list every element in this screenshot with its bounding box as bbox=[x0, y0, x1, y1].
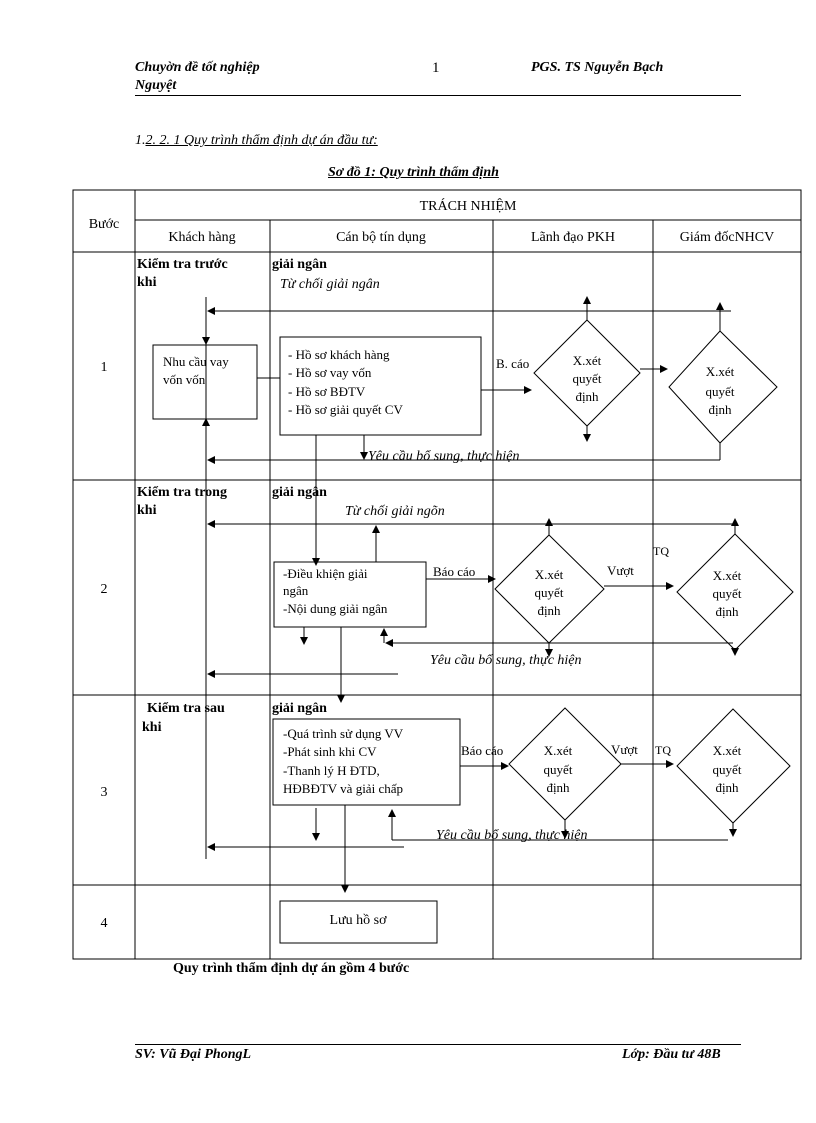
stage1-label-a: Kiểm tra trước bbox=[137, 257, 228, 272]
stage2-label-b: khi bbox=[137, 503, 157, 518]
stage3-box-1: -Quá trình sử dụng VV bbox=[283, 726, 404, 741]
stage2-request: Yêu cầu bổ sung, thực hiện bbox=[430, 653, 582, 668]
footer-left: SV: Vũ Đại PhongL bbox=[135, 1047, 252, 1062]
stage2-director-decision-3: định bbox=[715, 604, 739, 619]
stage1-label-c: giải ngân bbox=[272, 257, 327, 272]
stage1-doc-4: - Hồ sơ giải quyết CV bbox=[288, 402, 403, 417]
stage3-lead-decision-3: định bbox=[546, 780, 570, 795]
stage1-doc-3: - Hồ sơ BĐTV bbox=[288, 384, 366, 399]
stage3-request: Yêu cầu bổ sung, thực hiện bbox=[436, 828, 588, 843]
stage3-lead-decision-1: X.xét bbox=[544, 743, 573, 758]
section-number: 1. bbox=[135, 133, 146, 148]
section-text: 2. 2. 1 Quy trình thẩm định dự án đầu tư… bbox=[145, 133, 378, 148]
stage1-doc-1: - Hồ sơ khách hàng bbox=[288, 347, 390, 362]
stage1-doc-2: - Hồ sơ vay vốn bbox=[288, 365, 372, 380]
stage2-box-1: -Điều khiện giải bbox=[283, 566, 368, 581]
stage1-reject: Từ chối giải ngân bbox=[280, 277, 380, 292]
stage1-request: Yêu cầu bổ sung, thực hiện bbox=[368, 449, 520, 464]
stage2-lead-decision-1: X.xét bbox=[535, 567, 564, 582]
stage3-report: Báo cáo bbox=[461, 743, 503, 758]
stage1-lead-decision-3: định bbox=[575, 389, 599, 404]
row-number-1: 1 bbox=[101, 360, 108, 375]
row-number-2: 2 bbox=[101, 582, 108, 597]
table-grid bbox=[72, 189, 802, 960]
header-rule bbox=[135, 95, 741, 96]
col-step-header: Bước bbox=[89, 217, 120, 232]
stage4-archive: Lưu hồ sơ bbox=[330, 913, 388, 928]
stage3-tq: TQ bbox=[655, 743, 671, 757]
stage3-exceed: Vượt bbox=[611, 742, 638, 757]
stage1-lead-decision-2: quyết bbox=[573, 371, 602, 386]
col-customer: Khách hàng bbox=[168, 230, 235, 245]
section-title: 1.2. 2. 1 Quy trình thẩm định dự án đầu … bbox=[135, 133, 378, 149]
col-credit-officer: Cán bộ tín dụng bbox=[336, 230, 426, 245]
summary-text: Quy trình thẩm định dự án gồm 4 bước bbox=[173, 961, 410, 976]
stage3-director-decision-1: X.xét bbox=[713, 743, 742, 758]
stage3-label-b: khi bbox=[142, 720, 162, 735]
stage1-lead-decision-1: X.xét bbox=[573, 353, 602, 368]
header-left: Chuyờn đề tốt nghiệp bbox=[135, 60, 260, 75]
stage2-label-c: giải ngân bbox=[272, 485, 327, 500]
stage2-box-3: -Nội dung giải ngân bbox=[283, 601, 388, 616]
stage1-director-decision-2: quyết bbox=[706, 384, 735, 399]
stage2-exceed: Vượt bbox=[607, 563, 634, 578]
stage1-director-decision-3: định bbox=[708, 402, 732, 417]
stage1-label-b: khi bbox=[137, 275, 157, 290]
stage1-report: B. cáo bbox=[496, 356, 529, 371]
stage2-box-2: ngân bbox=[283, 583, 309, 598]
page-number: 1 bbox=[432, 60, 440, 76]
stage3-box-2: -Phát sinh khi CV bbox=[283, 744, 377, 759]
header-left-line2: Nguyệt bbox=[135, 78, 177, 93]
stage3-director-decision-2: quyết bbox=[713, 762, 742, 777]
stage3-director-decision-3: định bbox=[715, 780, 739, 795]
footer-rule bbox=[135, 1044, 741, 1045]
stage2-lead-decision-2: quyết bbox=[535, 585, 564, 600]
stage1-need-line2: vốn vốn bbox=[163, 372, 206, 387]
stage1-need-line1: Nhu cầu vay bbox=[163, 354, 229, 369]
col-pkh-lead: Lãnh đạo PKH bbox=[531, 230, 615, 245]
col-director: Giám đốcNHCV bbox=[680, 230, 775, 245]
stage3-label-c: giải ngân bbox=[272, 701, 327, 716]
stage2-lead-decision-3: định bbox=[537, 603, 561, 618]
stage1-director-decision-1: X.xét bbox=[706, 364, 735, 379]
stage3-box-3: -Thanh lý H ĐTD, bbox=[283, 763, 380, 778]
stage3-box-4: HĐBĐTV và giải chấp bbox=[283, 781, 403, 796]
stage2-reject: Từ chối giải ngõn bbox=[345, 504, 445, 519]
stage3-lead-decision-2: quyết bbox=[544, 762, 573, 777]
footer-right: Lớp: Đầu tư 48B bbox=[622, 1047, 721, 1062]
responsibility-header: TRÁCH NHIỆM bbox=[420, 197, 517, 214]
row-number-4: 4 bbox=[101, 916, 108, 931]
diagram-caption: Sơ đồ 1: Quy trình thẩm định bbox=[328, 165, 499, 180]
stage2-tq: TQ bbox=[653, 544, 669, 558]
stage2-director-decision-2: quyết bbox=[713, 586, 742, 601]
stage3-label-a: Kiểm tra sau bbox=[147, 701, 225, 716]
stage2-director-decision-1: X.xét bbox=[713, 568, 742, 583]
stage2-label-a: Kiểm tra trong bbox=[137, 485, 227, 500]
header-right: PGS. TS Nguyễn Bạch bbox=[531, 60, 664, 75]
stage2-report: Báo cáo bbox=[433, 564, 475, 579]
row-number-3: 3 bbox=[101, 785, 108, 800]
